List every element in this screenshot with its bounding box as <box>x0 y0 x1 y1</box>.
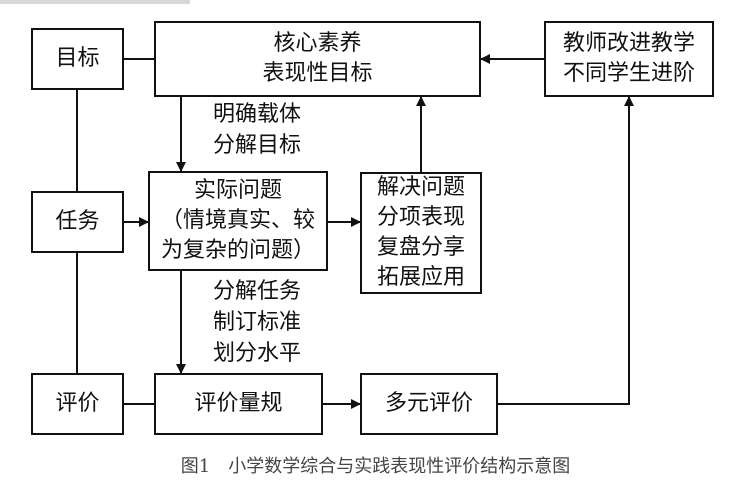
decompose-note-line-1: 分解任务 <box>213 279 302 304</box>
task-label: 任务 <box>55 209 100 234</box>
solve-line-1: 解决问题 <box>376 175 465 200</box>
decompose-note: 分解任务 制订标准 划分水平 <box>213 276 301 369</box>
core-literacy-line-1: 核心素养 <box>273 31 362 56</box>
multi-to-teacher-arrow <box>498 96 634 405</box>
decompose-note-line-3: 划分水平 <box>213 341 302 366</box>
teacher-line-1: 教师改进教学 <box>562 31 695 56</box>
problem-line-3: 为复杂的问题） <box>160 238 315 263</box>
rubric-label: 评价量规 <box>194 391 283 416</box>
multi-evaluation-label: 多元评价 <box>384 391 473 416</box>
teacher-improvement-box: 教师改进教学 不同学生进阶 <box>544 21 714 97</box>
goal-label: 目标 <box>55 46 100 71</box>
decompose-note-line-2: 制订标准 <box>213 310 302 335</box>
evaluation-label: 评价 <box>55 391 100 416</box>
solve-line-4: 拓展应用 <box>376 265 465 290</box>
carrier-note-line-2: 分解目标 <box>213 133 302 158</box>
core-literacy-box: 核心素养 表现性目标 <box>154 21 481 97</box>
problem-line-1: 实际问题 <box>193 178 282 203</box>
carrier-note: 明确载体 分解目标 <box>213 99 301 161</box>
multi-evaluation-box: 多元评价 <box>360 373 498 435</box>
solve-line-3: 复盘分享 <box>376 235 465 260</box>
carrier-note-line-1: 明确载体 <box>213 102 302 127</box>
cropped-top-text-strip <box>0 0 190 4</box>
core-literacy-line-2: 表现性目标 <box>262 61 373 86</box>
goal-label-box: 目标 <box>31 28 124 90</box>
problem-line-2: （情境真实、较 <box>160 208 315 233</box>
real-problem-box: 实际问题 （情境真实、较 为复杂的问题） <box>148 171 328 271</box>
teacher-line-2: 不同学生进阶 <box>562 61 695 86</box>
solve-line-2: 分项表现 <box>376 205 465 230</box>
solve-problem-box: 解决问题 分项表现 复盘分享 拓展应用 <box>360 172 482 294</box>
task-label-box: 任务 <box>31 191 124 253</box>
evaluation-label-box: 评价 <box>31 373 124 435</box>
rubric-box: 评价量规 <box>154 373 323 435</box>
figure-caption: 图1 小学数学综合与实践表现性评价结构示意图 <box>180 456 571 477</box>
